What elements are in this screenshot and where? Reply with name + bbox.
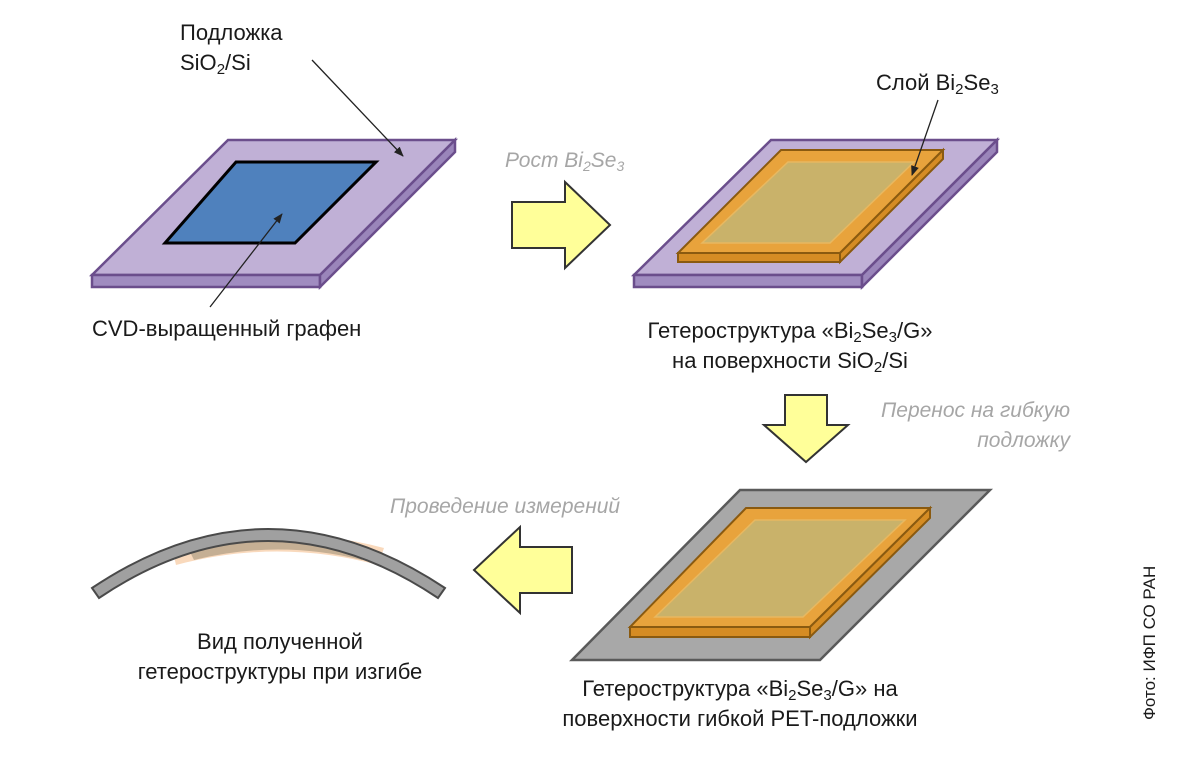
- substrate-slab-front-2: [632, 273, 864, 289]
- substrate-slab-side: [318, 136, 457, 291]
- label-hetero-pet: Гетероструктура «Bi2Se3/G» на поверхност…: [562, 676, 918, 731]
- substrate-slab-front: [90, 273, 322, 289]
- substrate-slab-side-2: [860, 136, 999, 291]
- step-growth: Рост Bi2Se3: [505, 149, 625, 174]
- step-transfer: Перенос на гибкую подложку: [881, 399, 1070, 452]
- panel-bent: [90, 528, 447, 600]
- label-bi2se3-layer: Слой Bi2Se3: [876, 70, 999, 98]
- photo-credit: Фото: ИФП СО РАН: [1140, 565, 1159, 720]
- panel-substrate-graphene: [88, 59, 459, 308]
- arrow-growth: [511, 179, 612, 271]
- label-bent: Вид полученной гетероструктуры при изгиб…: [137, 629, 423, 684]
- bent-pet-substrate: [90, 528, 447, 600]
- pointer-bi2se3: [911, 99, 939, 176]
- pointer-substrate: [311, 59, 404, 157]
- bi2se3-film-inner-3: [653, 519, 907, 618]
- label-graphene: CVD-выращенный графен: [92, 316, 362, 341]
- pointer-graphene: [209, 213, 283, 308]
- label-substrate: Подложка SiO2/Si: [180, 20, 283, 78]
- bi2se3-film-inner: [700, 161, 916, 244]
- panel-hetero-pet: [569, 488, 994, 662]
- label-hetero-sio2: Гетероструктура «Bi2Se3/G» на поверхност…: [647, 318, 933, 376]
- graphene-layer: [161, 160, 380, 245]
- bi2se3-film-side-3: [809, 505, 931, 640]
- bi2se3-film-front-3: [629, 626, 811, 638]
- arrow-measure: [472, 524, 573, 616]
- bi2se3-film-front: [677, 252, 841, 263]
- bi2se3-film-side: [839, 147, 944, 265]
- arrow-transfer: [761, 394, 851, 464]
- panel-hetero-sio2: [630, 99, 1001, 291]
- step-measure: Проведение измерений: [390, 495, 621, 518]
